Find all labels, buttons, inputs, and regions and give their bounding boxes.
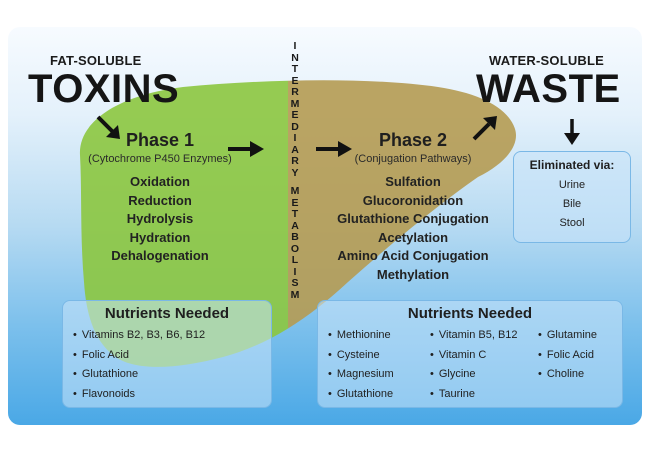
vertical-letter: M xyxy=(290,97,300,110)
phase2-title: Phase 2 xyxy=(378,130,448,150)
phase1-nutrients-title: Nutrients Needed xyxy=(104,305,230,322)
phase1-process: Dehalogenation xyxy=(111,248,209,263)
phase1-process: Hydrolysis xyxy=(126,211,194,226)
toxins-title: TOXINS xyxy=(28,67,180,111)
vertical-letter: E xyxy=(291,74,299,87)
phase1-block: Phase 1 (Cytochrome P450 Enzymes) Oxidat… xyxy=(70,130,250,266)
phase2-nutrient-column: Glutamine Folic Acid Choline xyxy=(538,326,618,404)
phase1-nutrient-list: Vitamins B2, B3, B6, B12 Folic Acid Glut… xyxy=(73,326,271,404)
nutrient-item: Choline xyxy=(538,365,618,385)
vertical-letter: T xyxy=(291,63,299,75)
vertical-letter: A xyxy=(291,219,299,232)
nutrient-item: Flavonoids xyxy=(73,385,271,405)
vertical-letter: A xyxy=(291,143,299,156)
phase2-nutrient-columns: Methionine Cysteine Magnesium Glutathion… xyxy=(328,326,622,404)
phase2-process: Glucoronidation xyxy=(362,192,464,208)
phase2-nutrient-column: Vitamin B5, B12 Vitamin C Glycine Taurin… xyxy=(430,326,538,404)
water-soluble-label: WATER-SOLUBLE xyxy=(489,53,605,68)
elimination-route: Urine xyxy=(558,179,586,191)
vertical-letter: R xyxy=(291,155,299,167)
arrow-right-icon xyxy=(228,141,264,157)
phase2-process: Methylation xyxy=(376,266,450,282)
phase1-process: Hydration xyxy=(129,229,191,245)
vertical-letter: S xyxy=(291,277,299,289)
infographic-panel: FAT-SOLUBLE TOXINS WATER-SOLUBLE WASTE I… xyxy=(8,27,642,425)
nutrient-item: Glutathione xyxy=(73,365,271,385)
nutrient-item: Folic Acid xyxy=(73,346,271,366)
vertical-letter: B xyxy=(291,231,299,243)
phase2-nutrients-box: Nutrients Needed Methionine Cysteine Mag… xyxy=(317,300,623,408)
phase2-nutrient-column: Methionine Cysteine Magnesium Glutathion… xyxy=(328,326,430,404)
elimination-box: Eliminated via: Urine Bile Stool xyxy=(513,151,631,243)
vertical-letter: R xyxy=(291,86,299,98)
waste-title: WASTE xyxy=(476,67,621,111)
nutrient-item: Glutathione xyxy=(328,385,430,405)
nutrient-item: Folic Acid xyxy=(538,346,618,366)
vertical-letter: I xyxy=(293,265,297,278)
nutrient-item: Vitamins B2, B3, B6, B12 xyxy=(73,326,271,346)
vertical-letter: L xyxy=(291,254,299,266)
arrow-down-icon xyxy=(564,119,580,145)
phase1-process: Oxidation xyxy=(130,174,190,189)
elimination-route: Bile xyxy=(562,198,582,210)
phase2-process: Glutathione Conjugation xyxy=(337,211,489,226)
nutrient-item: Vitamin B5, B12 xyxy=(430,326,538,346)
phase1-title: Phase 1 xyxy=(125,130,195,150)
vertical-letter: M xyxy=(290,185,300,197)
vertical-letter: O xyxy=(290,242,300,255)
elimination-title: Eliminated via: xyxy=(529,158,615,172)
nutrient-item: Glutamine xyxy=(538,326,618,346)
arrow-right-icon xyxy=(316,141,352,157)
vertical-letter: T xyxy=(291,208,299,220)
phase2-process: Amino Acid Conjugation xyxy=(337,248,489,263)
phase1-process: Reduction xyxy=(128,192,192,208)
phase2-nutrients-title: Nutrients Needed xyxy=(407,305,533,322)
phase2-subtitle: (Conjugation Pathways) xyxy=(354,153,472,165)
phase1-process-list: Oxidation Reduction Hydrolysis Hydration… xyxy=(70,173,250,266)
phase2-process-list: Sulfation Glucoronidation Glutathione Co… xyxy=(318,173,508,284)
nutrient-item: Cysteine xyxy=(328,346,430,366)
phase2-process: Sulfation xyxy=(385,174,441,189)
nutrient-item: Taurine xyxy=(430,385,538,405)
nutrient-item: Methionine xyxy=(328,326,430,346)
fat-soluble-label: FAT-SOLUBLE xyxy=(50,53,142,68)
vertical-letter: I xyxy=(293,40,297,52)
vertical-letter: I xyxy=(293,132,297,144)
phase2-process: Acetylation xyxy=(377,229,449,245)
elimination-route-list: Urine Bile Stool xyxy=(514,176,630,233)
vertical-letter: E xyxy=(291,196,299,209)
phase1-nutrients-box: Nutrients Needed Vitamins B2, B3, B6, B1… xyxy=(62,300,272,408)
elimination-route: Stool xyxy=(559,217,585,229)
arrow-up-right-icon xyxy=(472,116,497,141)
nutrient-item: Glycine xyxy=(430,365,538,385)
nutrient-item: Vitamin C xyxy=(430,346,538,366)
phase1-subtitle: (Cytochrome P450 Enzymes) xyxy=(88,153,232,165)
vertical-letter: D xyxy=(291,120,299,133)
vertical-letter: Y xyxy=(291,166,299,179)
vertical-letter: N xyxy=(291,51,299,64)
vertical-letter: M xyxy=(290,288,300,301)
nutrient-item: Magnesium xyxy=(328,365,430,385)
vertical-letter: E xyxy=(291,109,299,121)
arrow-down-right-icon xyxy=(96,115,120,139)
phase2-block: Phase 2 (Conjugation Pathways) Sulfation… xyxy=(318,130,508,284)
